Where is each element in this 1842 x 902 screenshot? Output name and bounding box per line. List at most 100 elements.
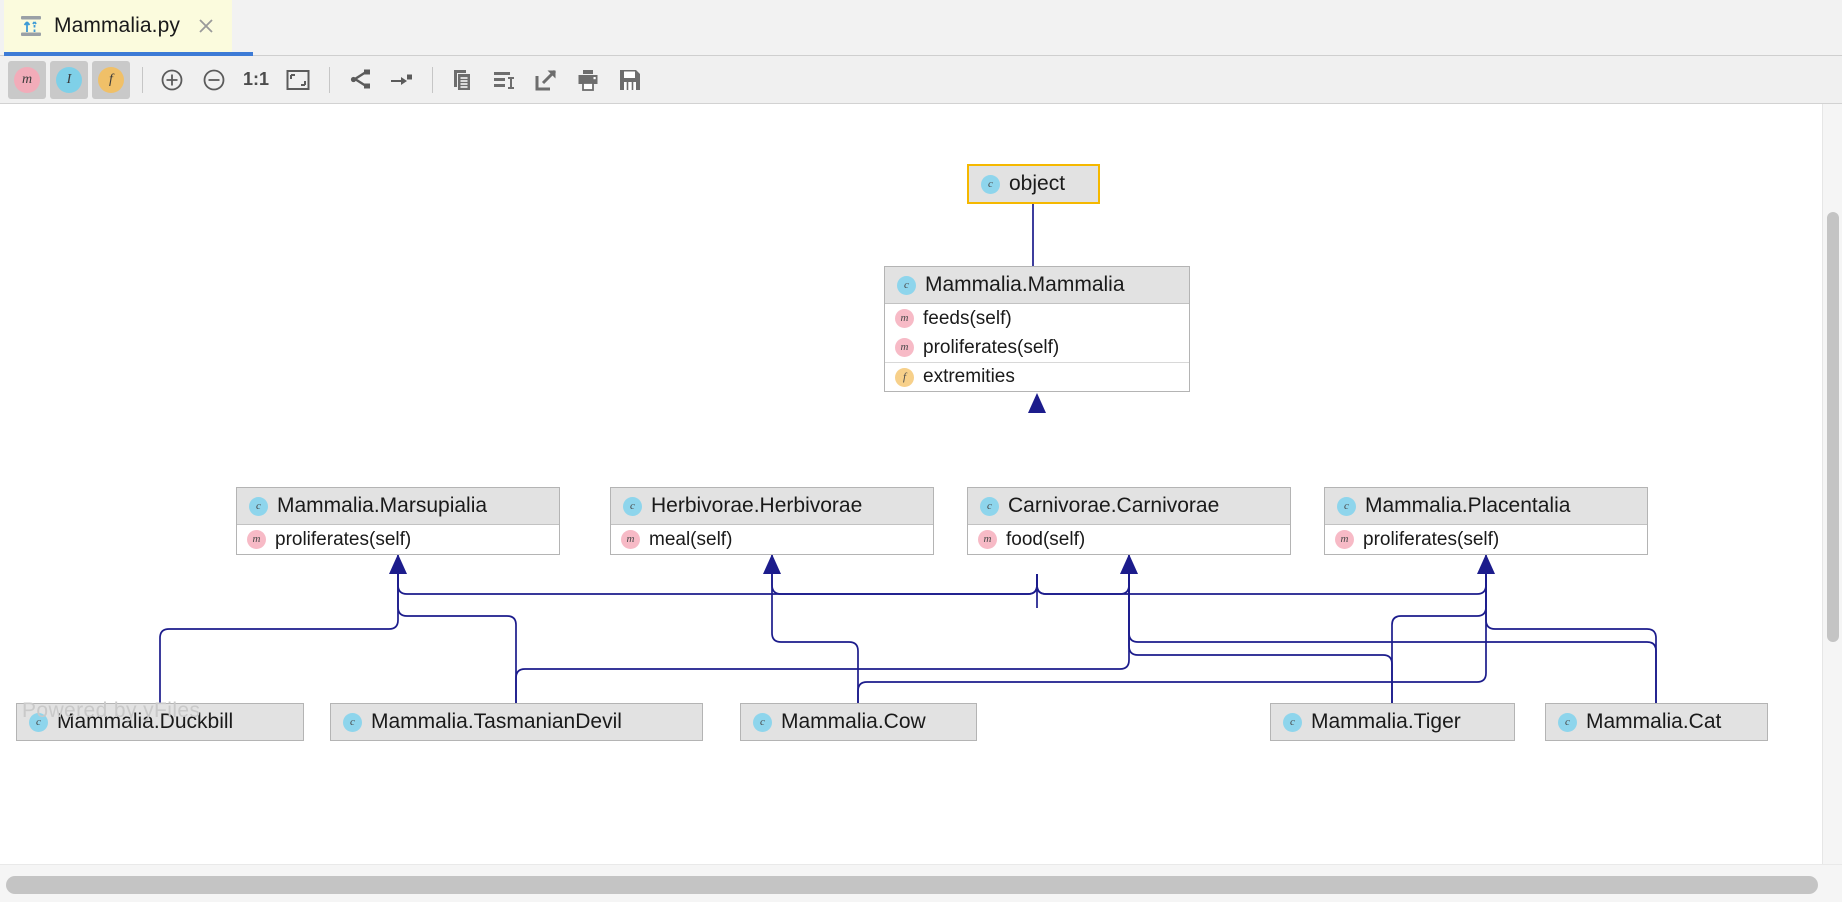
copy-diagram-button[interactable] [443, 61, 481, 99]
class-chip-icon: c [1337, 496, 1356, 516]
diagram-node-marsupialia[interactable]: c Mammalia.Marsupialia m proliferates(se… [236, 487, 560, 555]
show-structure-button[interactable] [340, 61, 378, 99]
class-chip-icon: c [343, 712, 362, 732]
class-chip-icon: c [753, 712, 772, 732]
export-diagram-button[interactable] [527, 61, 565, 99]
node-header: c Mammalia.Duckbill [17, 704, 303, 740]
node-title: Carnivorae.Carnivorae [1008, 494, 1220, 517]
node-member-label: proliferates(self) [923, 336, 1060, 358]
class-chip-icon: c [981, 174, 1000, 194]
tab-title: Mammalia.py [54, 14, 180, 37]
show-dependencies-button[interactable] [382, 61, 420, 99]
close-icon[interactable] [196, 16, 216, 36]
method-chip-icon: m [247, 530, 266, 549]
toggle-methods-button[interactable]: m [8, 60, 46, 99]
node-members: m proliferates(self) [1325, 524, 1647, 554]
node-member-row[interactable]: m proliferates(self) [885, 333, 1189, 362]
class-chip-icon: c [29, 712, 48, 732]
node-member-row[interactable]: m food(self) [968, 525, 1290, 554]
diagram-node-tiger[interactable]: c Mammalia.Tiger [1270, 703, 1515, 741]
node-member-row[interactable]: m proliferates(self) [1325, 525, 1647, 554]
fit-content-button[interactable] [279, 61, 317, 99]
diagram-node-carnivorae[interactable]: c Carnivorae.Carnivorae m food(self) [967, 487, 1291, 555]
horizontal-scrollbar-thumb[interactable] [6, 876, 1818, 894]
zoom-in-button[interactable] [153, 61, 191, 99]
toolbar-separator [329, 66, 330, 93]
vertical-scrollbar-thumb[interactable] [1827, 212, 1839, 642]
class-chip-icon: c [1558, 712, 1577, 732]
toolbar-separator [432, 66, 433, 93]
method-chip-icon: m [895, 338, 914, 357]
class-chip-icon: c [249, 496, 268, 516]
node-members: m feeds(self) m proliferates(self) f ext… [885, 303, 1189, 391]
node-member-row[interactable]: m feeds(self) [885, 304, 1189, 333]
method-chip-icon: m [621, 530, 640, 549]
diagram-toolbar: m I f 1:1 [0, 56, 1842, 104]
tab-bar: Mammalia.py [0, 0, 1842, 56]
diagram-node-placentalia[interactable]: c Mammalia.Placentalia m proliferates(se… [1324, 487, 1648, 555]
fields-badge-icon: f [98, 66, 124, 93]
node-header: c Mammalia.Marsupialia [237, 488, 559, 524]
node-member-label: meal(self) [649, 528, 733, 550]
node-header: c Mammalia.Cat [1546, 704, 1767, 740]
class-chip-icon: c [897, 275, 916, 295]
node-header: c Mammalia.Mammalia [885, 267, 1189, 303]
method-chip-icon: m [895, 309, 914, 328]
tab-active-underline [4, 52, 253, 56]
editor-tab-mammalia[interactable]: Mammalia.py [4, 0, 232, 52]
fit-content-icon [286, 69, 310, 91]
node-members: m meal(self) [611, 524, 933, 554]
zoom-in-icon [160, 68, 184, 92]
field-chip-icon: f [895, 367, 914, 387]
node-title: Mammalia.Placentalia [1365, 494, 1571, 517]
save-icon [618, 68, 642, 92]
methods-badge-icon: m [14, 66, 40, 93]
node-member-label: proliferates(self) [275, 528, 412, 550]
node-member-label: food(self) [1006, 528, 1086, 550]
save-diagram-button[interactable] [611, 61, 649, 99]
hierarchy-icon [346, 68, 372, 92]
node-title: Herbivorae.Herbivorae [651, 494, 863, 517]
copy-icon [450, 68, 474, 92]
vertical-scrollbar[interactable] [1822, 104, 1842, 864]
diagram-node-duckbill[interactable]: c Mammalia.Duckbill [16, 703, 304, 741]
class-chip-icon: c [980, 496, 999, 516]
diagram-canvas[interactable]: c object c Mammalia.Mammalia m feeds(sel… [0, 104, 1842, 864]
node-member-row[interactable]: f extremities [885, 362, 1189, 391]
node-member-row[interactable]: m proliferates(self) [237, 525, 559, 554]
node-title: Mammalia.Cat [1586, 710, 1722, 733]
diagram-node-tasmanian-devil[interactable]: c Mammalia.TasmanianDevil [330, 703, 703, 741]
node-member-label: extremities [923, 366, 1015, 387]
node-title: Mammalia.Tiger [1311, 710, 1461, 733]
diagram-node-herbivorae[interactable]: c Herbivorae.Herbivorae m meal(self) [610, 487, 934, 555]
zoom-out-button[interactable] [195, 61, 233, 99]
class-chip-icon: c [623, 496, 642, 516]
node-title: Mammalia.Duckbill [57, 710, 234, 733]
actual-size-icon: 1:1 [242, 69, 269, 89]
diagram-node-cat[interactable]: c Mammalia.Cat [1545, 703, 1768, 741]
node-member-row[interactable]: m meal(self) [611, 525, 933, 554]
toggle-fields-button[interactable]: f [92, 60, 130, 99]
node-header: c Mammalia.Cow [741, 704, 976, 740]
actual-size-button[interactable]: 1:1 [237, 61, 275, 99]
node-header: c Herbivorae.Herbivorae [611, 488, 933, 524]
node-header: c Mammalia.TasmanianDevil [331, 704, 702, 740]
horizontal-scrollbar[interactable] [0, 864, 1842, 902]
print-diagram-button[interactable] [569, 61, 607, 99]
diagram-node-object[interactable]: c object [967, 164, 1100, 204]
arrow-to-node-icon [388, 69, 414, 91]
toolbar-separator [142, 66, 143, 93]
layout-diagram-button[interactable] [485, 61, 523, 99]
class-chip-icon: c [1283, 712, 1302, 732]
node-header: c Carnivorae.Carnivorae [968, 488, 1290, 524]
node-title: Mammalia.Cow [781, 710, 926, 733]
node-header: c object [969, 166, 1098, 202]
method-chip-icon: m [1335, 530, 1354, 549]
diagram-node-mammalia[interactable]: c Mammalia.Mammalia m feeds(self) m prol… [884, 266, 1190, 392]
node-title: Mammalia.Mammalia [925, 273, 1125, 296]
toggle-inherited-button[interactable]: I [50, 60, 88, 99]
diagram-node-cow[interactable]: c Mammalia.Cow [740, 703, 977, 741]
node-title: Mammalia.TasmanianDevil [371, 710, 622, 733]
zoom-out-icon [202, 68, 226, 92]
diagram-icon [18, 13, 44, 39]
